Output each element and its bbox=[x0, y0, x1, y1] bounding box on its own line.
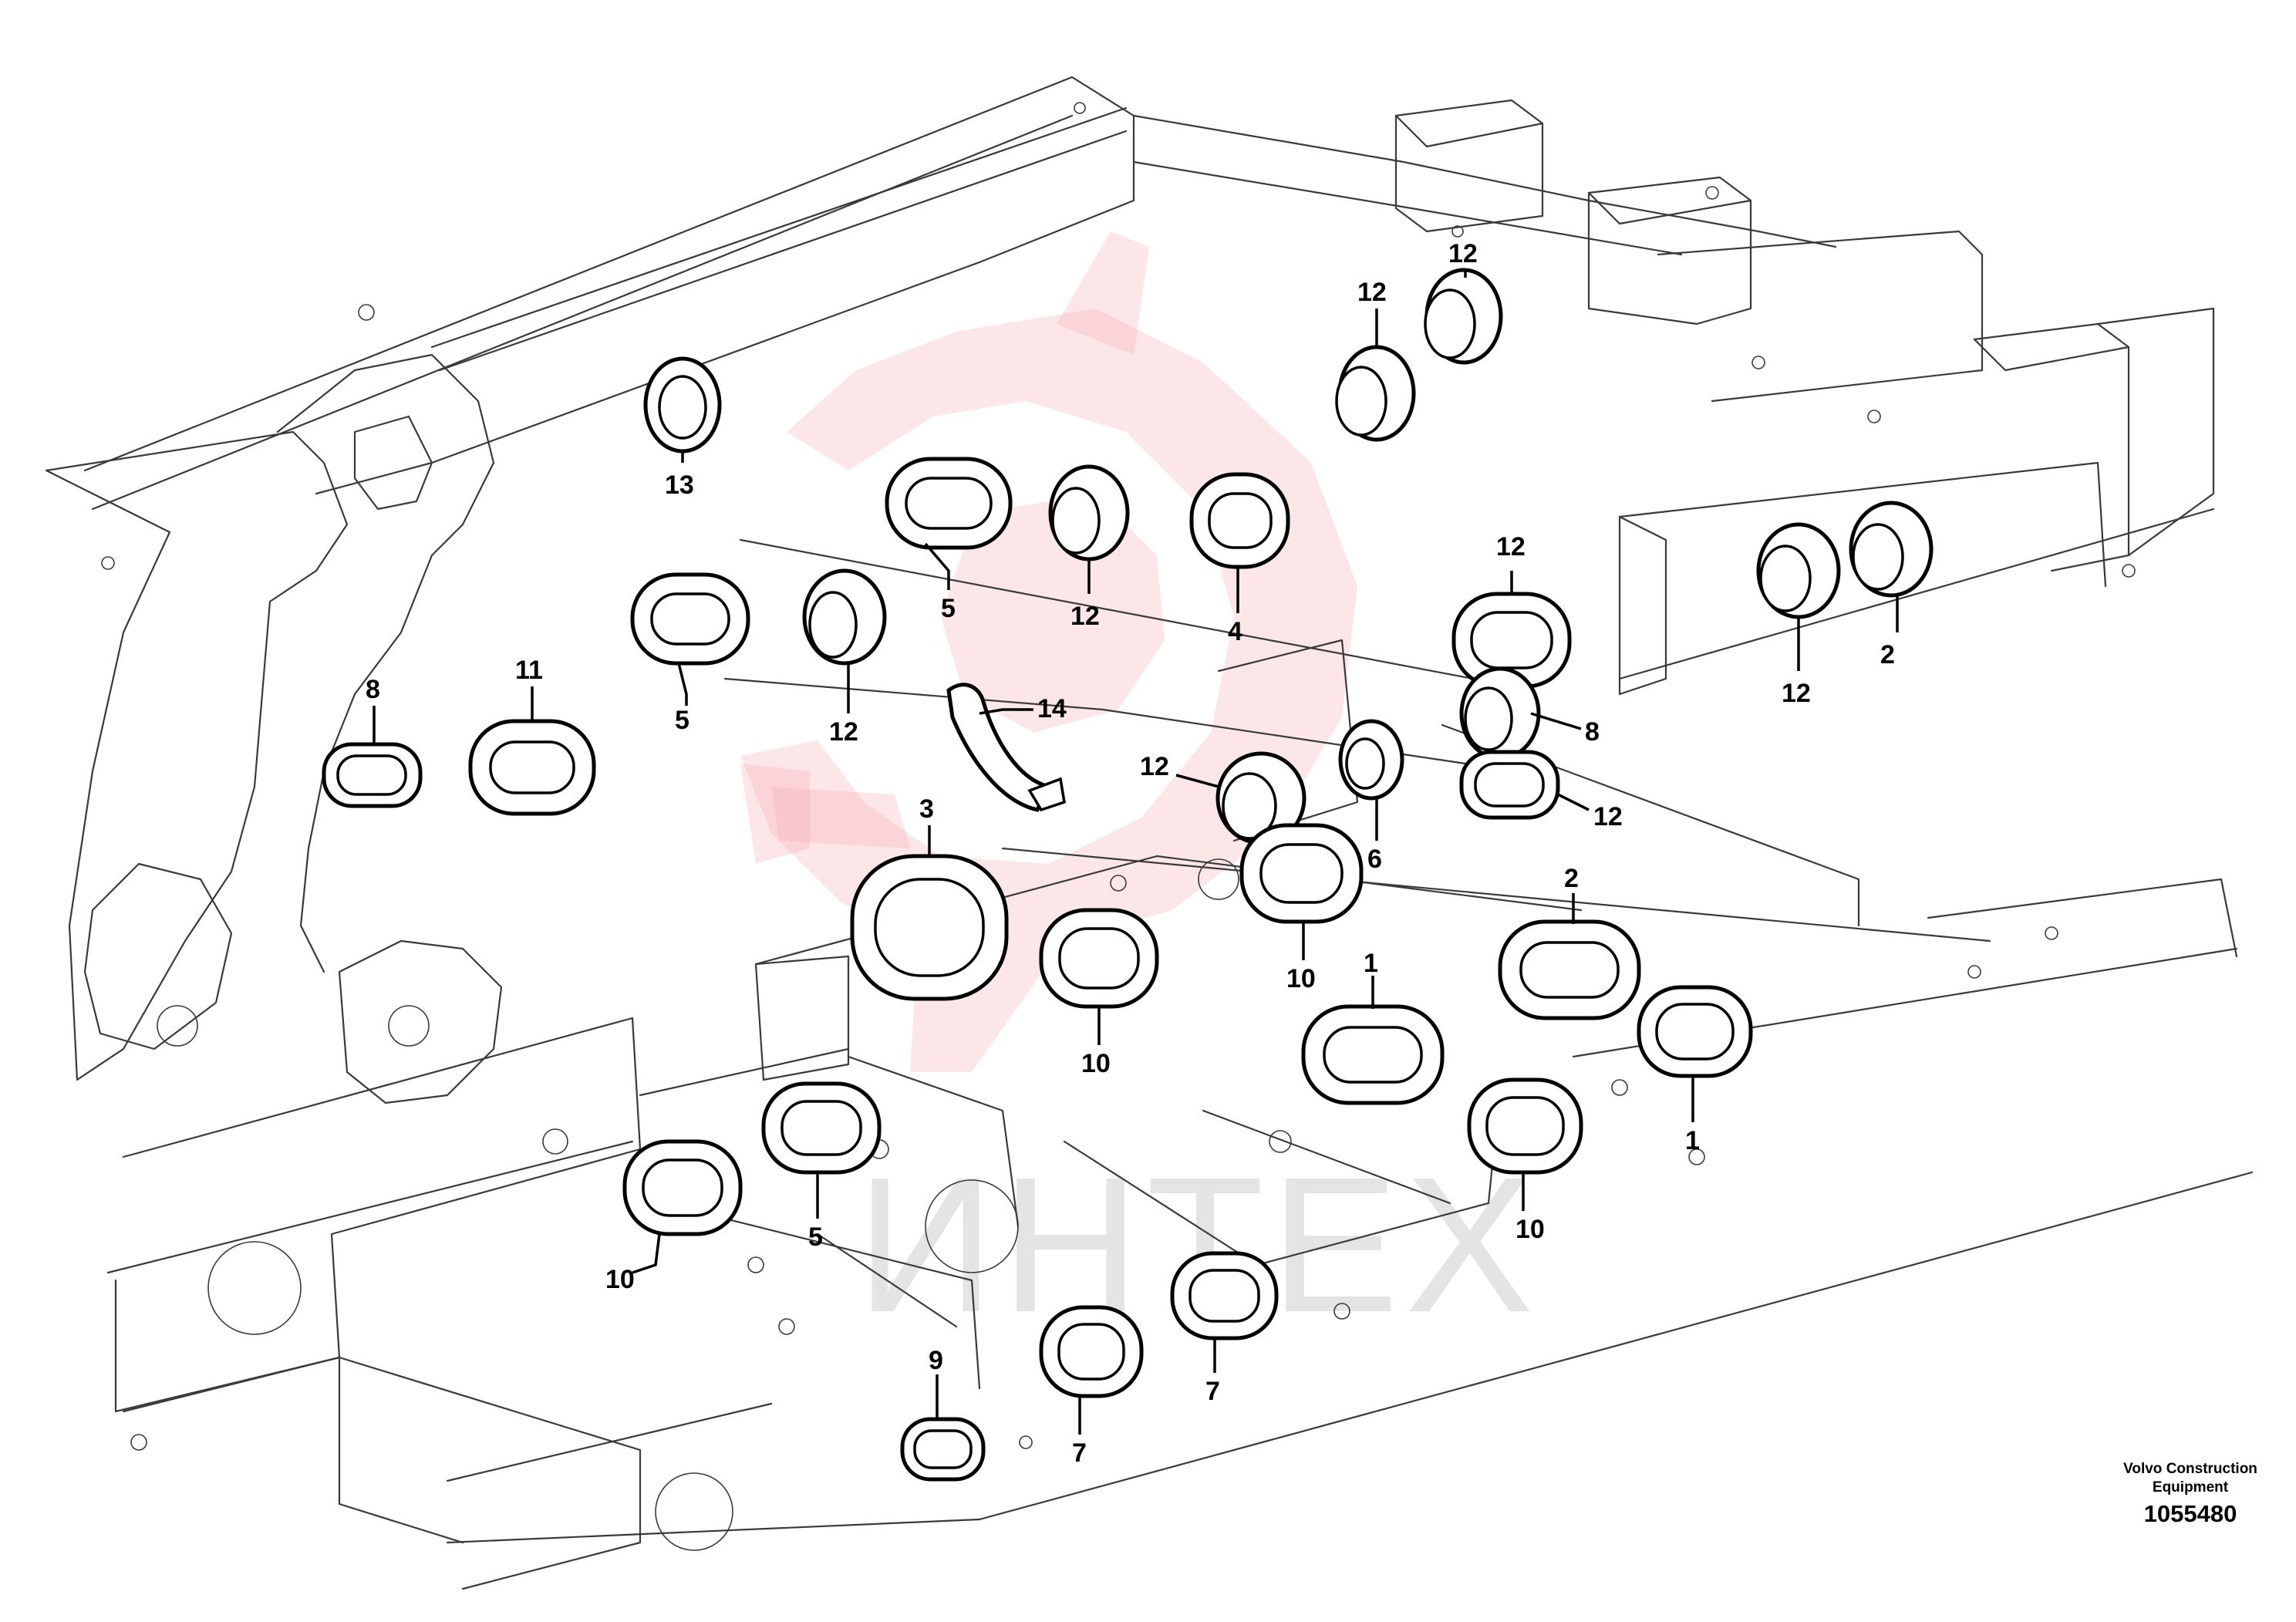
part-7-oval-grommet bbox=[1039, 1305, 1144, 1398]
callout-5: 5 bbox=[941, 594, 956, 623]
part-5-oval-grommet bbox=[761, 1081, 882, 1175]
callout-5: 5 bbox=[675, 706, 689, 735]
part-10-oval-grommet bbox=[1451, 592, 1572, 689]
callout-8: 8 bbox=[366, 675, 380, 704]
callout-10: 12 bbox=[1496, 532, 1526, 561]
part-8-oval-grommet bbox=[322, 742, 423, 808]
callout-7: 7 bbox=[1205, 1377, 1220, 1406]
part-12-bushing bbox=[1335, 345, 1416, 442]
callout-9: 9 bbox=[929, 1346, 943, 1375]
part-5-oval-grommet bbox=[630, 572, 750, 666]
part-10-oval-grommet bbox=[1239, 823, 1364, 924]
part-13-grommet bbox=[643, 356, 722, 454]
part-12-bushing bbox=[1048, 464, 1130, 561]
part-11-oval-grommet bbox=[468, 719, 596, 816]
callout-1: 10 bbox=[1515, 1215, 1545, 1244]
callout-12: 12 bbox=[1448, 239, 1478, 268]
callout-12: 12 bbox=[1782, 679, 1811, 708]
caption-block: Volvo Construction Equipment 1055480 bbox=[2021, 1460, 2296, 1528]
drawing-number: 1055480 bbox=[2143, 1500, 2237, 1527]
callout-8: 12 bbox=[1593, 802, 1623, 831]
callout-10: 10 bbox=[1081, 1049, 1111, 1078]
callout-12: 12 bbox=[1140, 752, 1169, 781]
caption-manufacturer-line1: Volvo Construction bbox=[2123, 1461, 2257, 1477]
callout-10: 10 bbox=[1286, 964, 1316, 993]
part-12-bushing bbox=[802, 568, 887, 666]
callout-2: 1 bbox=[1364, 949, 1378, 978]
part-12-bushing bbox=[1424, 268, 1503, 365]
callout-10: 10 bbox=[605, 1265, 635, 1294]
callout-7: 7 bbox=[1072, 1438, 1087, 1468]
machine-frame bbox=[45, 76, 2254, 1590]
callout-3: 3 bbox=[919, 794, 934, 824]
part-6-bushing bbox=[1338, 719, 1404, 801]
part-8-oval-grommet bbox=[1459, 750, 1560, 820]
part-12-bushing bbox=[1849, 501, 1934, 598]
callout-12: 12 bbox=[1070, 602, 1100, 631]
callout-labels: 13 12 12 5 12 4 5 12 8 11 14 3 12 6 10 1… bbox=[366, 239, 1895, 1468]
part-3-oval-grommet bbox=[850, 854, 1009, 1001]
part-5-oval-grommet bbox=[885, 457, 1013, 550]
caption-manufacturer-line2: Equipment bbox=[2152, 1479, 2229, 1496]
part-4-oval-grommet bbox=[1189, 472, 1290, 569]
part-1-oval-grommet bbox=[1467, 1077, 1583, 1175]
leader-lines bbox=[373, 270, 1899, 1435]
part-12-bushing bbox=[1756, 522, 1841, 619]
part-14-clip bbox=[946, 683, 1066, 812]
callout-6: 6 bbox=[1367, 845, 1382, 874]
callout-4: 4 bbox=[1228, 617, 1242, 646]
part-7-oval-grommet bbox=[1170, 1251, 1279, 1340]
callout-12: 12 bbox=[829, 717, 858, 747]
callout-5: 5 bbox=[808, 1222, 823, 1252]
callout-13: 13 bbox=[665, 470, 694, 500]
callout-2: 2 bbox=[1564, 864, 1579, 893]
part-1-oval-grommet bbox=[1637, 985, 1753, 1078]
callout-1: 1 bbox=[1685, 1126, 1700, 1155]
callout-12: 8 bbox=[1585, 717, 1600, 747]
part-12-bushing bbox=[1459, 666, 1541, 760]
part-2-oval-grommet bbox=[1301, 1004, 1445, 1105]
part-2-oval-grommet bbox=[1498, 919, 1641, 1020]
part-10-oval-grommet bbox=[1039, 908, 1159, 1009]
callout-12: 12 bbox=[1357, 278, 1387, 307]
callout-11: 11 bbox=[515, 656, 543, 685]
callout-14: 14 bbox=[1037, 694, 1067, 723]
callout-12: 2 bbox=[1880, 640, 1895, 669]
part-10-oval-grommet bbox=[622, 1139, 743, 1236]
part-9-oval-grommet bbox=[900, 1417, 986, 1482]
